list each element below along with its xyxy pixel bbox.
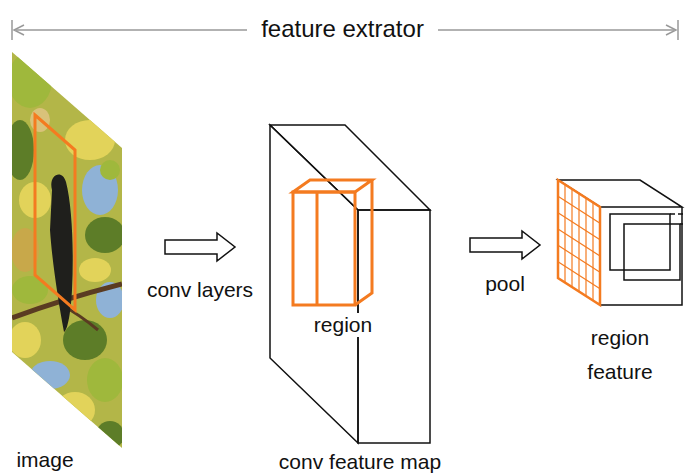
region-cube-part <box>355 180 372 305</box>
span-bracket-part <box>677 20 679 40</box>
feature-grid-part-part <box>558 262 600 289</box>
span-bracket-part <box>666 25 676 35</box>
region-feature-cube-part <box>600 207 682 305</box>
bird-photo <box>6 52 125 449</box>
feature-grid-part <box>558 180 600 305</box>
region-feature-cube-part <box>670 213 685 215</box>
bird-photo-part <box>55 392 95 428</box>
region-cube-part <box>293 180 372 192</box>
region-feature-cube-part <box>680 223 685 225</box>
region-feature-cube-part <box>624 224 680 280</box>
node-label: region <box>311 313 375 337</box>
bird-photo-part <box>85 217 125 253</box>
bird-photo-part <box>6 120 34 180</box>
block-arrow <box>470 231 540 259</box>
feature-map-box <box>270 125 430 443</box>
region-cube <box>293 180 372 305</box>
bird-photo-part <box>8 52 52 108</box>
bird-photo-part <box>50 174 73 332</box>
feature-grid-part-part <box>558 213 600 240</box>
title-row: feature extrator <box>0 15 685 43</box>
bird-photo-part <box>100 160 120 180</box>
node-label: conv feature map <box>279 450 441 474</box>
feature-grid-part-part <box>558 196 600 223</box>
feature-grid-part-part <box>558 229 600 256</box>
region-cube-part <box>293 192 355 305</box>
region-feature: region feature <box>555 175 685 310</box>
image-panel: image <box>12 52 122 448</box>
block-arrow <box>165 233 235 261</box>
span-bracket-part <box>11 20 13 40</box>
span-bracket-part <box>14 25 24 35</box>
region-box: region <box>293 180 372 305</box>
feature-grid-part <box>558 185 600 301</box>
node-label: region feature <box>574 321 666 388</box>
feature-grid-part-part <box>558 245 600 272</box>
bird-photo-part <box>96 421 124 449</box>
bird-photo-part <box>63 320 107 360</box>
edge-label: conv layers <box>144 278 256 302</box>
edge-label: pool <box>482 272 528 296</box>
diagram-title: feature extrator <box>247 15 438 43</box>
region-feature-cube-part <box>610 214 670 270</box>
region-feature-cube <box>558 180 685 305</box>
feature-grid <box>558 180 600 305</box>
bird-photo-part <box>35 115 75 310</box>
region-cube-part <box>316 192 319 305</box>
bird-photo-part <box>87 358 123 402</box>
bird-photo-part <box>65 120 115 160</box>
bird-photo-part <box>9 322 41 358</box>
feature-map-box-part <box>270 125 358 443</box>
feature-map: conv feature mapregion <box>270 125 430 443</box>
bird-photo-part <box>79 258 111 282</box>
node-label: image <box>16 448 73 472</box>
bird-photo-part <box>30 361 70 389</box>
